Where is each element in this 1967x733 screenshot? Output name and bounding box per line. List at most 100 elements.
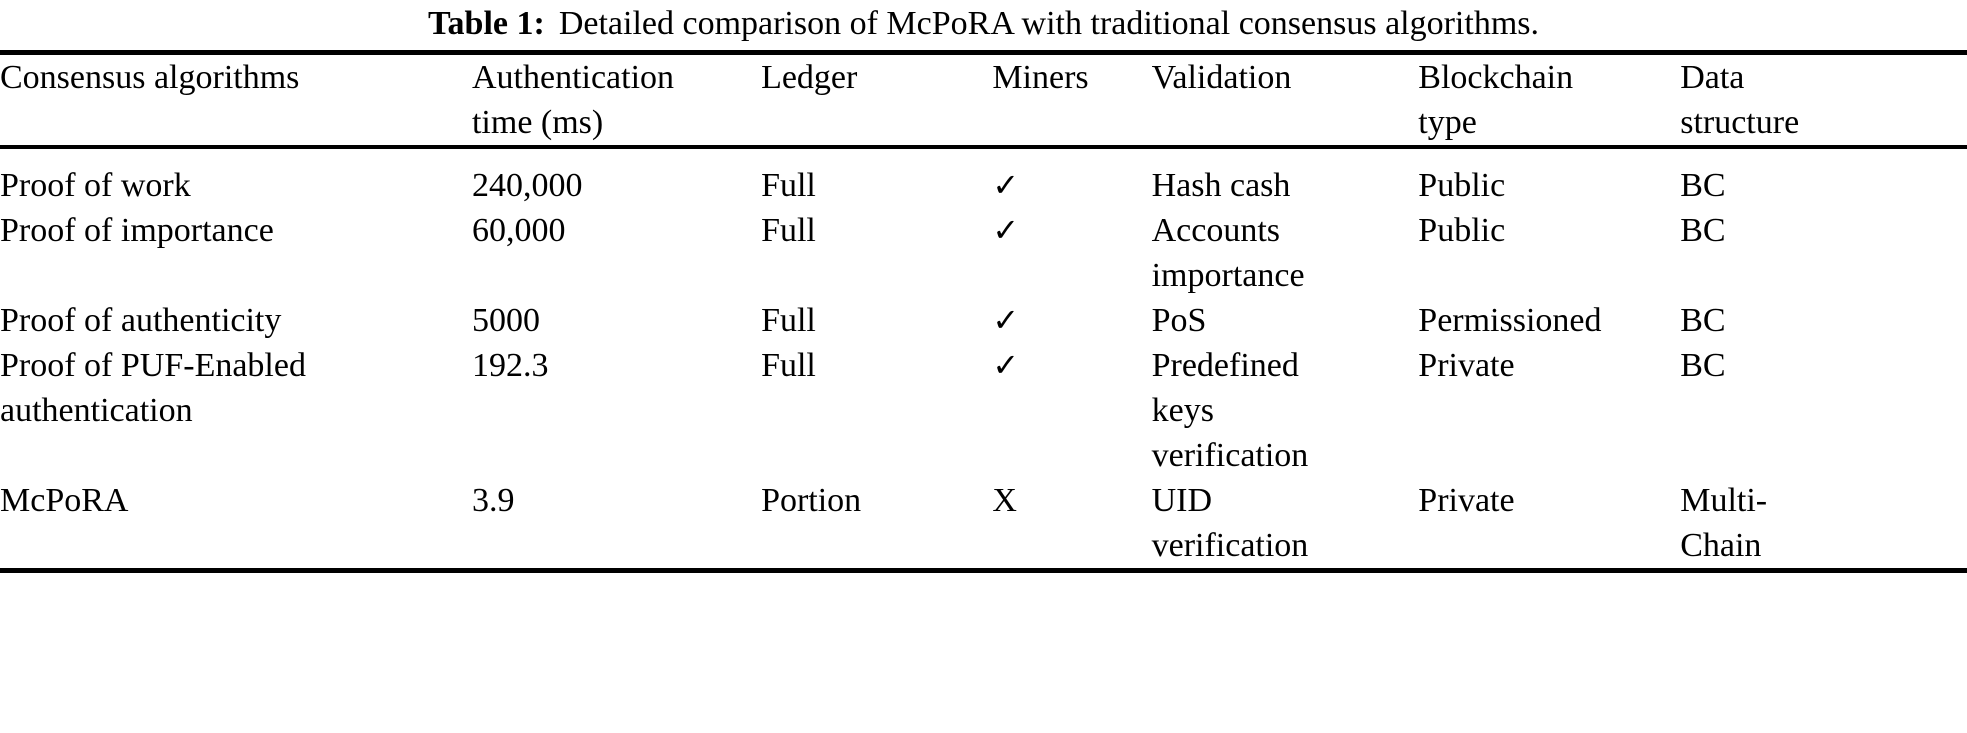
table-row: McPoRA 3.9 Portion X UID verification Pr… [0,478,1967,568]
table-row: Proof of importance 60,000 Full ✓ Accoun… [0,208,1967,298]
cell-line: Full [761,167,816,204]
table-row: Proof of work 240,000 Full ✓ Hash cash P… [0,149,1967,208]
cell-line: BC [1680,302,1726,339]
cell-ledger: Full [761,298,992,343]
cell-line: 192.3 [471,347,549,384]
cell-line: Proof of work [0,167,191,204]
caption-label: Table 1: [427,5,545,42]
header-line: Authentication [471,59,675,96]
cell-consensus-algorithms: Proof of importance [0,208,472,298]
cell-authentication-time: 3.9 [472,478,761,568]
check-icon: ✓ [992,302,1020,338]
table-header: Consensus algorithms Authentication time… [0,55,1967,145]
cell-blockchain-type: Public [1418,149,1680,208]
column-header-consensus-algorithms: Consensus algorithms [0,55,472,145]
check-icon: ✓ [992,347,1020,383]
cell-blockchain-type: Private [1418,478,1680,568]
cell-authentication-time: 60,000 [472,208,761,298]
column-header-miners: Miners [992,55,1151,145]
cell-line: Proof of PUF-Enabled [0,347,306,384]
table-row: Proof of PUF-Enabled authentication 192.… [0,343,1967,478]
cell-authentication-time: 5000 [472,298,761,343]
column-header-authentication-time: Authentication time (ms) [472,55,761,145]
cell-blockchain-type: Permissioned [1418,298,1680,343]
cell-miners: ✓ [992,149,1151,208]
cell-line: Private [1418,482,1515,519]
cell-consensus-algorithms: Proof of authenticity [0,298,472,343]
cell-line: PoS [1151,302,1207,339]
check-icon: ✓ [992,167,1020,203]
cell-miners: ✓ [992,343,1151,478]
header-line: Ledger [761,59,858,96]
cell-ledger: Full [761,343,992,478]
cell-line: Public [1418,212,1506,249]
header-line: Blockchain [1418,59,1574,96]
cell-blockchain-type: Private [1418,343,1680,478]
cell-line: BC [1680,347,1726,384]
cell-miners: ✓ [992,208,1151,298]
cell-line: UID [1151,482,1213,519]
cell-data-structure: BC [1680,149,1967,208]
cell-line: McPoRA [0,482,129,519]
cell-line: Hash cash [1151,167,1291,204]
table-row: Proof of authenticity 5000 Full ✓ PoS Pe… [0,298,1967,343]
cell-data-structure: BC [1680,208,1967,298]
cell-line: Private [1418,347,1515,384]
cell-line: Chain [1680,527,1762,564]
cell-line: 5000 [471,302,540,339]
header-line: Data [1680,59,1745,96]
cell-data-structure: BC [1680,298,1967,343]
cell-line: Full [761,347,816,384]
table-rule-bottom [0,568,1967,573]
cell-data-structure: BC [1680,343,1967,478]
table-caption: Table 1: Detailed comparison of McPoRA wi… [0,0,1967,50]
cell-miners: X [992,478,1151,568]
header-row: Consensus algorithms Authentication time… [0,55,1967,145]
cell-miners: ✓ [992,298,1151,343]
caption-text: Detailed comparison of McPoRA with tradi… [558,5,1540,42]
header-line: time (ms) [471,104,604,141]
cell-validation: PoS [1152,298,1419,343]
cell-line: Predefined [1151,347,1299,384]
cross-icon: X [992,482,1017,519]
cell-ledger: Full [761,149,992,208]
cell-line: Full [761,212,816,249]
cell-line: 3.9 [471,482,515,519]
cell-consensus-algorithms: McPoRA [0,478,472,568]
header-line: Miners [992,59,1089,96]
check-icon: ✓ [992,212,1020,248]
cell-line: Proof of authenticity [0,302,282,339]
cell-blockchain-type: Public [1418,208,1680,298]
cell-consensus-algorithms: Proof of PUF-Enabled authentication [0,343,472,478]
cell-line: importance [1151,257,1305,294]
cell-line: keys [1151,392,1214,429]
cell-line: Proof of importance [0,212,274,249]
cell-line: 240,000 [471,167,583,204]
column-header-data-structure: Data structure [1680,55,1967,145]
header-line: type [1418,104,1477,141]
cell-authentication-time: 192.3 [472,343,761,478]
table-body: Proof of work 240,000 Full ✓ Hash cash P… [0,149,1967,568]
cell-line: Accounts [1151,212,1281,249]
comparison-table-body: Proof of work 240,000 Full ✓ Hash cash P… [0,149,1967,568]
cell-authentication-time: 240,000 [472,149,761,208]
cell-ledger: Portion [761,478,992,568]
cell-line: verification [1151,527,1309,564]
cell-line: verification [1151,437,1309,474]
table-rule-mid [0,145,1967,149]
header-line: Consensus algorithms [0,59,300,96]
cell-line: Public [1418,167,1506,204]
cell-validation: Predefined keys verification [1152,343,1419,478]
table-rule-top [0,50,1967,55]
cell-line: Full [761,302,816,339]
column-header-blockchain-type: Blockchain type [1418,55,1680,145]
cell-validation: Hash cash [1152,149,1419,208]
cell-line: Portion [761,482,862,519]
cell-line: 60,000 [471,212,566,249]
cell-line: Permissioned [1418,302,1602,339]
cell-data-structure: Multi- Chain [1680,478,1967,568]
cell-validation: Accounts importance [1152,208,1419,298]
column-header-ledger: Ledger [761,55,992,145]
cell-line: Multi- [1680,482,1768,519]
